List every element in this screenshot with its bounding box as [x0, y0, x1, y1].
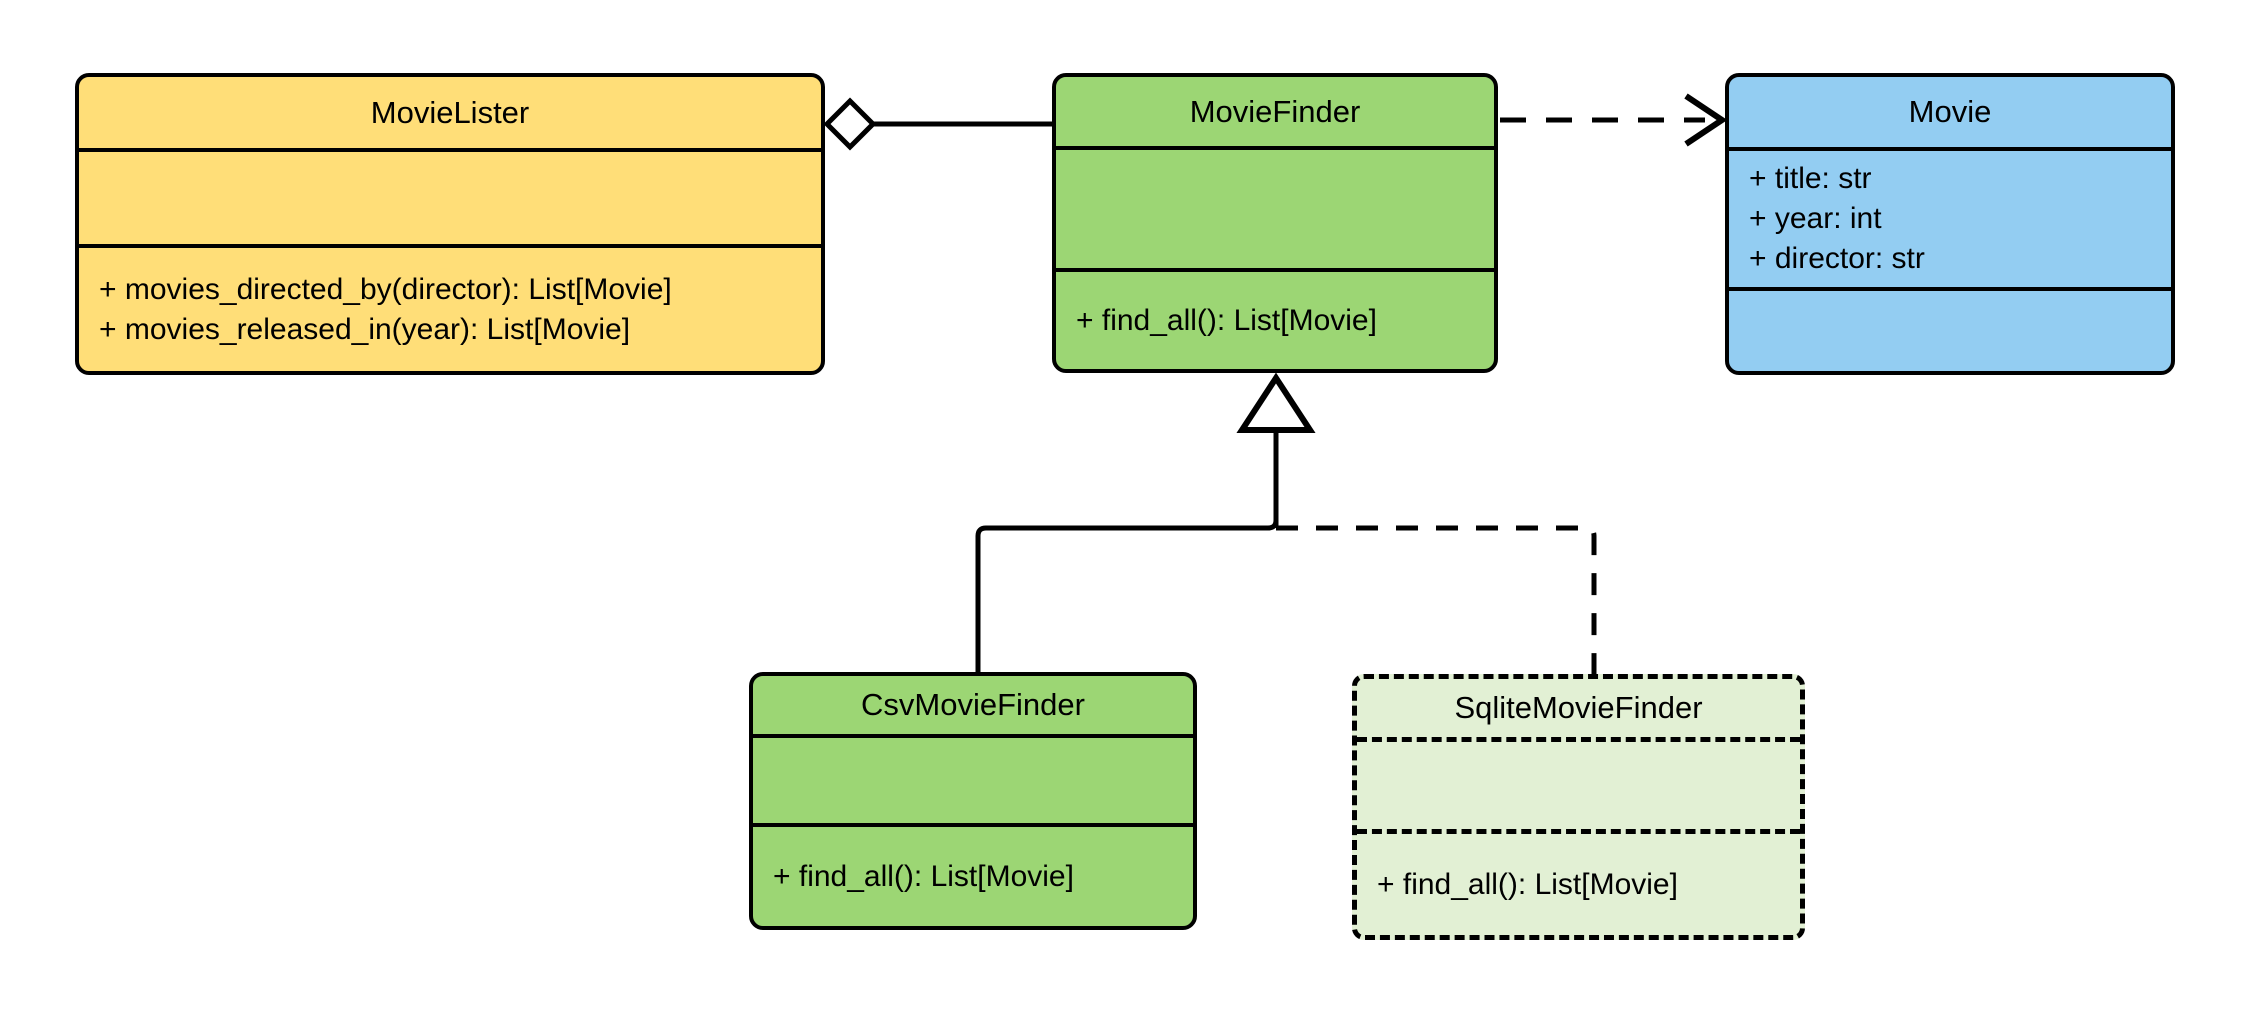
generalization-solid-path: [975, 517, 1279, 672]
generalization-branch-sqlitemoviefinder: [1276, 525, 1597, 674]
class-name-movielister: MovieLister: [370, 94, 530, 130]
class-attributes-compartment-csvmoviefinder: [753, 734, 1193, 823]
class-box-movielister[interactable]: MovieLister + movies_directed_by(directo…: [75, 73, 825, 375]
aggregation-diamond-icon: [823, 97, 877, 151]
class-title-compartment-sqlitemoviefinder: SqliteMovieFinder: [1357, 679, 1800, 737]
class-methods-compartment-sqlitemoviefinder: + find_all(): List[Movie]: [1357, 829, 1800, 935]
class-attribute-item: + title: str: [1749, 162, 1872, 196]
class-method-item: + find_all(): List[Movie]: [1076, 303, 1377, 337]
class-attributes-compartment-movie: + title: str + year: int + director: str: [1729, 147, 2171, 287]
class-attributes-compartment-moviefinder: [1056, 146, 1494, 268]
class-box-csvmoviefinder[interactable]: CsvMovieFinder + find_all(): List[Movie]: [749, 672, 1197, 930]
class-name-csvmoviefinder: CsvMovieFinder: [861, 687, 1085, 723]
class-method-item: + find_all(): List[Movie]: [773, 859, 1074, 893]
dependency-connector-moviefinder-movie: [1500, 93, 1728, 147]
class-attribute-item: + year: int: [1749, 202, 1882, 236]
class-methods-compartment-movie: [1729, 287, 2171, 371]
inheritance-hollow-triangle-icon: [1236, 372, 1316, 433]
class-method-item: + find_all(): List[Movie]: [1377, 867, 1678, 901]
class-title-compartment-movie: Movie: [1729, 77, 2171, 147]
class-methods-compartment-moviefinder: + find_all(): List[Movie]: [1056, 268, 1494, 369]
class-box-movie[interactable]: Movie + title: str + year: int + directo…: [1725, 73, 2175, 375]
class-box-sqlitemoviefinder[interactable]: SqliteMovieFinder + find_all(): List[Mov…: [1352, 674, 1805, 940]
class-attributes-compartment-movielister: [79, 148, 821, 244]
class-name-sqlitemoviefinder: SqliteMovieFinder: [1454, 690, 1703, 726]
dependency-open-arrow-icon: [1684, 93, 1728, 147]
generalization-branch-csvmoviefinder: [975, 517, 1279, 672]
class-box-moviefinder[interactable]: MovieFinder + find_all(): List[Movie]: [1052, 73, 1498, 373]
class-attribute-item: + director: str: [1749, 241, 1925, 275]
class-method-item: + movies_directed_by(director): List[Mov…: [99, 272, 672, 306]
generalization-dashed-path: [1276, 525, 1597, 674]
class-title-compartment-movielister: MovieLister: [79, 77, 821, 148]
aggregation-connector-movielister-moviefinder: [823, 97, 1052, 151]
generalization-trunk: [1236, 372, 1316, 528]
class-name-moviefinder: MovieFinder: [1189, 93, 1361, 129]
class-methods-compartment-movielister: + movies_directed_by(director): List[Mov…: [79, 244, 821, 371]
class-title-compartment-moviefinder: MovieFinder: [1056, 77, 1494, 146]
class-name-movie: Movie: [1908, 94, 1992, 130]
class-title-compartment-csvmoviefinder: CsvMovieFinder: [753, 676, 1193, 734]
class-methods-compartment-csvmoviefinder: + find_all(): List[Movie]: [753, 823, 1193, 926]
class-method-item: + movies_released_in(year): List[Movie]: [99, 312, 631, 346]
class-attributes-compartment-sqlitemoviefinder: [1357, 737, 1800, 829]
